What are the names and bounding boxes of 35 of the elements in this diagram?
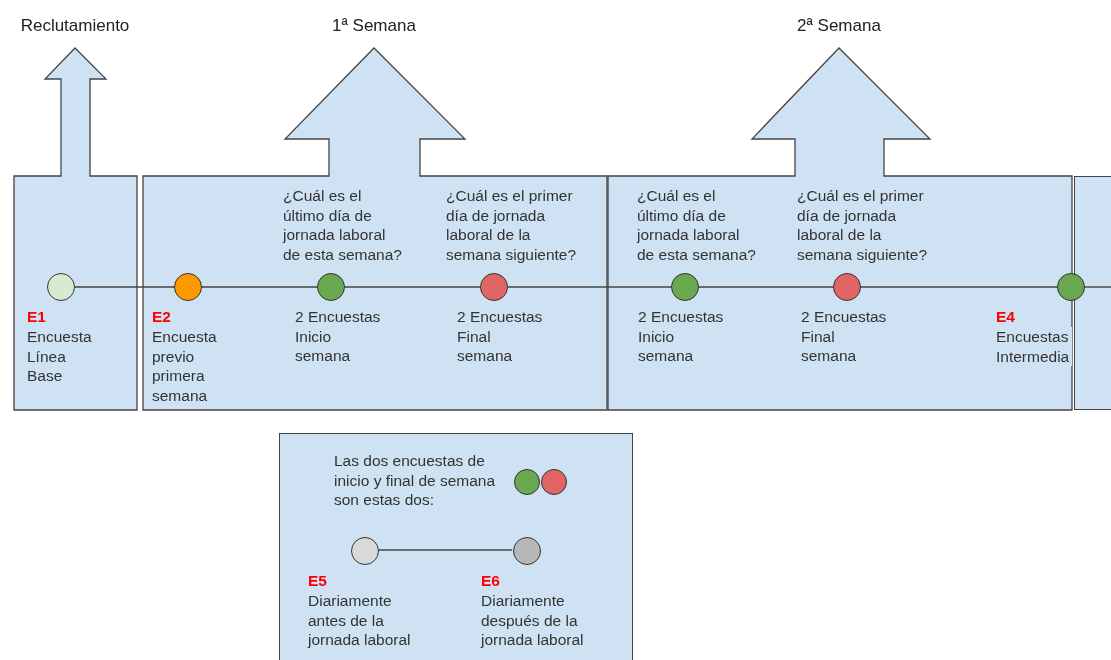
survey-label: Encuesta previo primera semana [152,327,218,405]
phase-title: 2ª Semana [796,16,882,36]
timeline-dot [514,469,540,495]
timeline-dot [513,537,541,565]
survey-label: 2 Encuestas Final semana [457,307,544,366]
timeline-line [377,549,513,551]
phase-panel [1074,176,1111,410]
survey-code: E6 [481,571,500,591]
survey-code: E2 [152,307,171,327]
timeline-line [698,286,834,288]
survey-label: 2 Encuestas Inicio semana [295,307,382,366]
question-text: ¿Cuál es el primer día de jornada laboral de la semana siguiente? [446,186,578,264]
timeline-line [1084,286,1111,288]
survey-label: 2 Encuestas Final semana [801,307,888,366]
timeline-dot [351,537,379,565]
phase-title: Reclutamiento [19,16,131,36]
timeline-line [860,286,1058,288]
timeline-line [201,286,318,288]
note-text: Las dos encuestas de inicio y final de semana son estas dos: [334,451,497,510]
timeline-line [507,286,672,288]
survey-label: Diariamente después de la jornada laboral [481,591,585,650]
question-text: ¿Cuál es el primer día de jornada laboral de la semana siguiente? [797,186,929,264]
timeline-dot [541,469,567,495]
survey-label: 2 Encuestas Inicio semana [638,307,725,366]
survey-code: E5 [308,571,327,591]
survey-label: Encuesta Línea Base [27,327,93,386]
survey-label: Encuestas Intermedia [996,327,1072,366]
question-text: ¿Cuál es el último día de jornada laboral de esta semana? [283,186,403,264]
survey-label: Diariamente antes de la jornada laboral [308,591,412,650]
timeline-line [74,286,175,288]
note-panel [279,433,633,660]
phase-title: 1ª Semana [331,16,417,36]
timeline-line [344,286,481,288]
survey-code: E1 [27,307,46,327]
question-text: ¿Cuál es el último día de jornada laboral de esta semana? [637,186,757,264]
